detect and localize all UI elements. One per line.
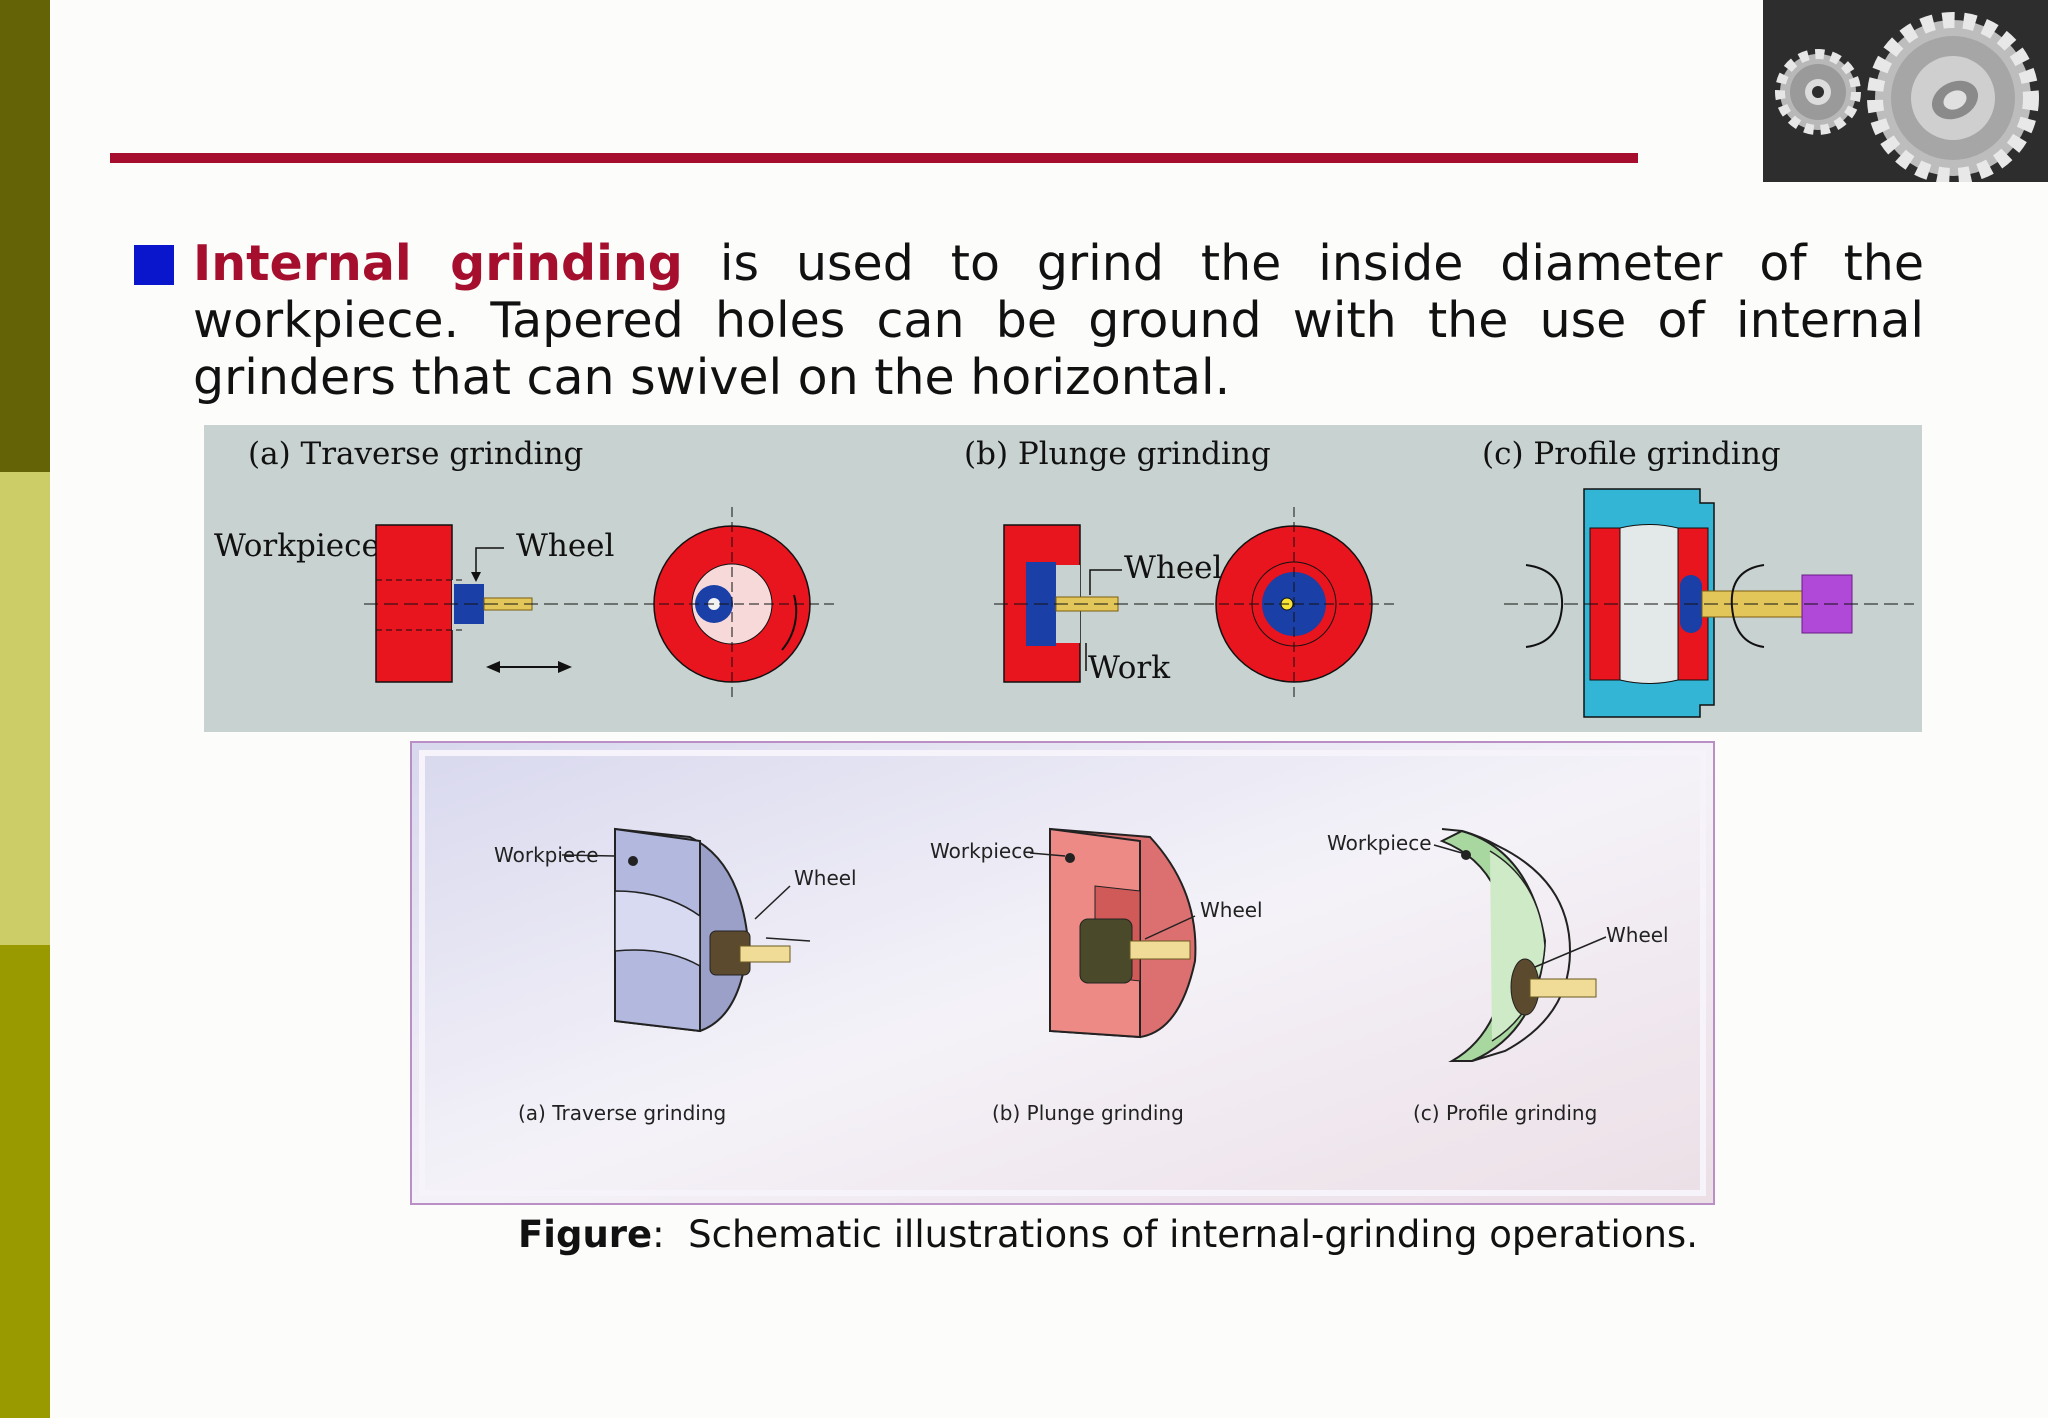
bottom-c-workpiece-label: Workpiece [1327, 831, 1432, 855]
top-c-profile-view [1504, 488, 1914, 718]
bottom-a-illustration [561, 827, 811, 1033]
bottom-b-wheel-label: Wheel [1200, 898, 1263, 922]
top-b-wheel-label: Wheel [1124, 550, 1222, 586]
top-panel-a-title: (a) Traverse grinding [248, 436, 583, 472]
top-panel-c-title: (c) Profile grinding [1482, 436, 1781, 472]
bullet-highlight: Internal grinding [193, 235, 683, 292]
top-b-end-view [1204, 507, 1394, 697]
bullet-paragraph: Internal grinding is used to grind the i… [134, 235, 1924, 406]
top-a-workpiece-label: Workpiece [214, 528, 380, 564]
figure-caption-label: Figure [518, 1213, 653, 1256]
bottom-c-caption: (c) Profile grinding [1413, 1101, 1597, 1125]
top-a-wheel-label: Wheel [516, 528, 614, 564]
bottom-b-caption: (b) Plunge grinding [992, 1101, 1184, 1125]
large-gear-icon [1867, 12, 2039, 184]
bottom-b-illustration [1029, 827, 1197, 1039]
bullet-square-icon [134, 245, 174, 285]
bottom-diagram: Workpiece Wheel (a) Traverse grinding Wo… [410, 741, 1715, 1205]
figure-caption: Figure: Schematic illustrations of inter… [518, 1213, 1698, 1256]
bullet-text: Internal grinding is used to grind the i… [193, 235, 1924, 406]
figure-caption-sep: : [652, 1213, 665, 1256]
top-a-end-view [644, 507, 834, 697]
title-rule [110, 153, 1638, 163]
bottom-a-wheel-label: Wheel [794, 866, 857, 890]
top-a-side-view [364, 524, 644, 683]
top-b-work-label: Work [1088, 650, 1170, 686]
bottom-c-illustration [1433, 828, 1607, 1062]
bottom-c-wheel-label: Wheel [1606, 923, 1669, 947]
side-bar-middle [0, 472, 50, 945]
side-bar-bottom [0, 945, 50, 1418]
bullet-body: is used to grind the inside diameter of … [193, 235, 1924, 406]
top-b-side-view [994, 524, 1204, 683]
side-bar-top [0, 0, 50, 472]
top-panel-b-title: (b) Plunge grinding [964, 436, 1271, 472]
figure-caption-text: Schematic illustrations of internal-grin… [688, 1213, 1698, 1256]
top-diagram: (a) Traverse grinding (b) Plunge grindin… [204, 425, 1922, 732]
bottom-a-caption: (a) Traverse grinding [518, 1101, 726, 1125]
small-gear-icon [1775, 49, 1861, 135]
bottom-b-workpiece-label: Workpiece [930, 839, 1035, 863]
gears-logo [1763, 0, 2048, 184]
